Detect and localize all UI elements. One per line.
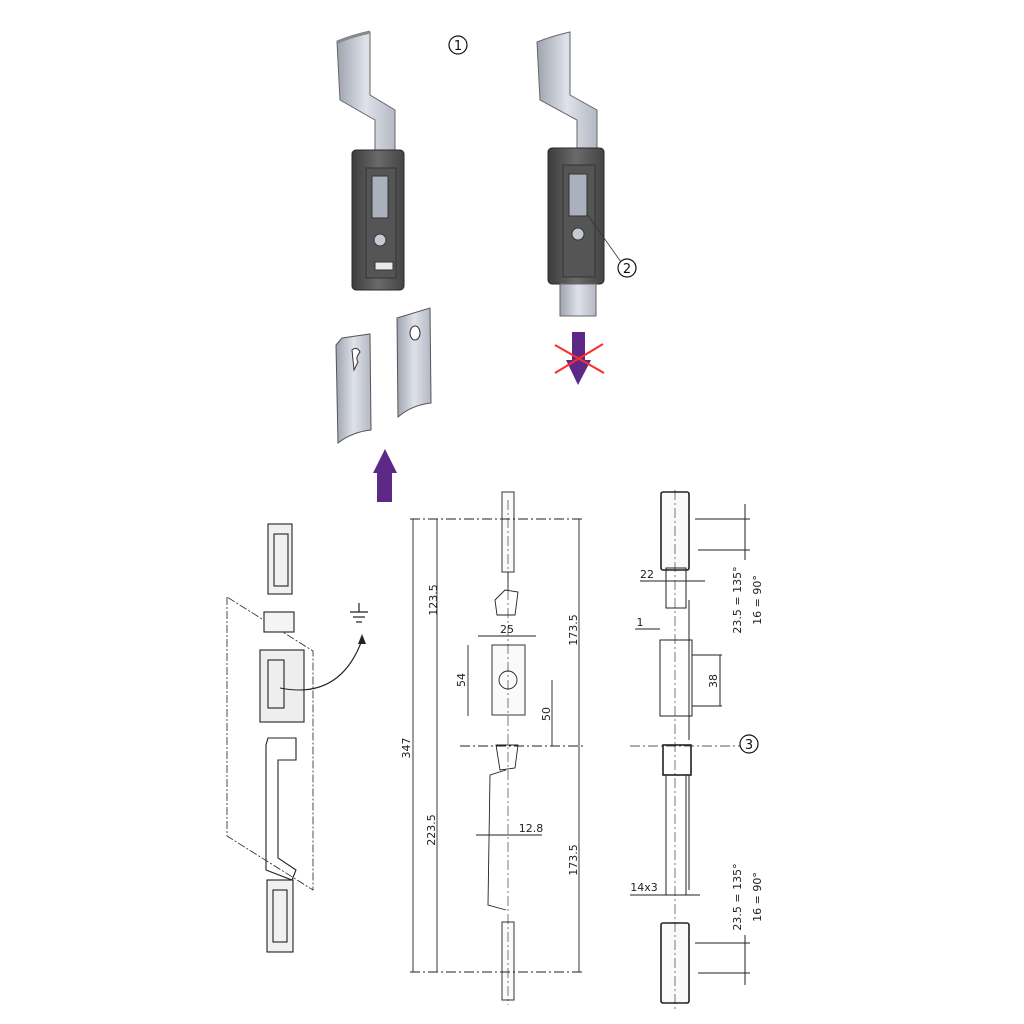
svg-text:123.5: 123.5 — [427, 584, 440, 616]
svg-text:347: 347 — [400, 738, 413, 759]
svg-text:1: 1 — [637, 616, 644, 629]
svg-text:23.5 = 135°: 23.5 = 135° — [731, 863, 744, 930]
latch-3d-right — [536, 31, 605, 317]
svg-text:12.8: 12.8 — [519, 822, 544, 835]
arrow-down-crossed-icon — [554, 332, 605, 385]
svg-text:2: 2 — [623, 262, 631, 277]
svg-text:22: 22 — [640, 568, 654, 581]
isometric-assembly — [226, 523, 314, 953]
svg-text:23.5 = 135°: 23.5 = 135° — [731, 566, 744, 633]
svg-text:1: 1 — [454, 39, 462, 54]
svg-text:173.5: 173.5 — [567, 844, 580, 876]
striker-plate-hole — [396, 307, 432, 419]
rotation-arrow — [279, 639, 363, 691]
front-view-dim-labels: 123.5 173.5 25 54 50 347 223.5 12.8 173.… — [400, 584, 580, 876]
svg-text:38: 38 — [707, 674, 720, 688]
svg-text:3: 3 — [745, 738, 753, 753]
svg-text:54: 54 — [455, 673, 468, 687]
latch-3d-left — [336, 30, 405, 291]
side-view — [630, 490, 750, 1010]
svg-text:16 = 90°: 16 = 90° — [751, 872, 764, 922]
svg-text:25: 25 — [500, 623, 514, 636]
svg-text:16 = 90°: 16 = 90° — [751, 575, 764, 625]
svg-text:173.5: 173.5 — [567, 614, 580, 646]
striker-plate-keyhole — [335, 333, 372, 445]
callout-2: 2 — [586, 213, 637, 278]
callout-1: 1 — [448, 35, 468, 55]
svg-text:50: 50 — [540, 707, 553, 721]
front-view — [410, 491, 585, 1005]
side-view-dim-labels: 22 1 38 14x3 23.5 = 135° 16 = 90° 23.5 =… — [630, 566, 764, 930]
arrow-up-icon — [373, 449, 397, 502]
svg-text:223.5: 223.5 — [425, 814, 438, 846]
callout-3: 3 — [739, 734, 759, 754]
svg-text:14x3: 14x3 — [630, 881, 658, 894]
ground-symbol-icon — [350, 603, 368, 623]
